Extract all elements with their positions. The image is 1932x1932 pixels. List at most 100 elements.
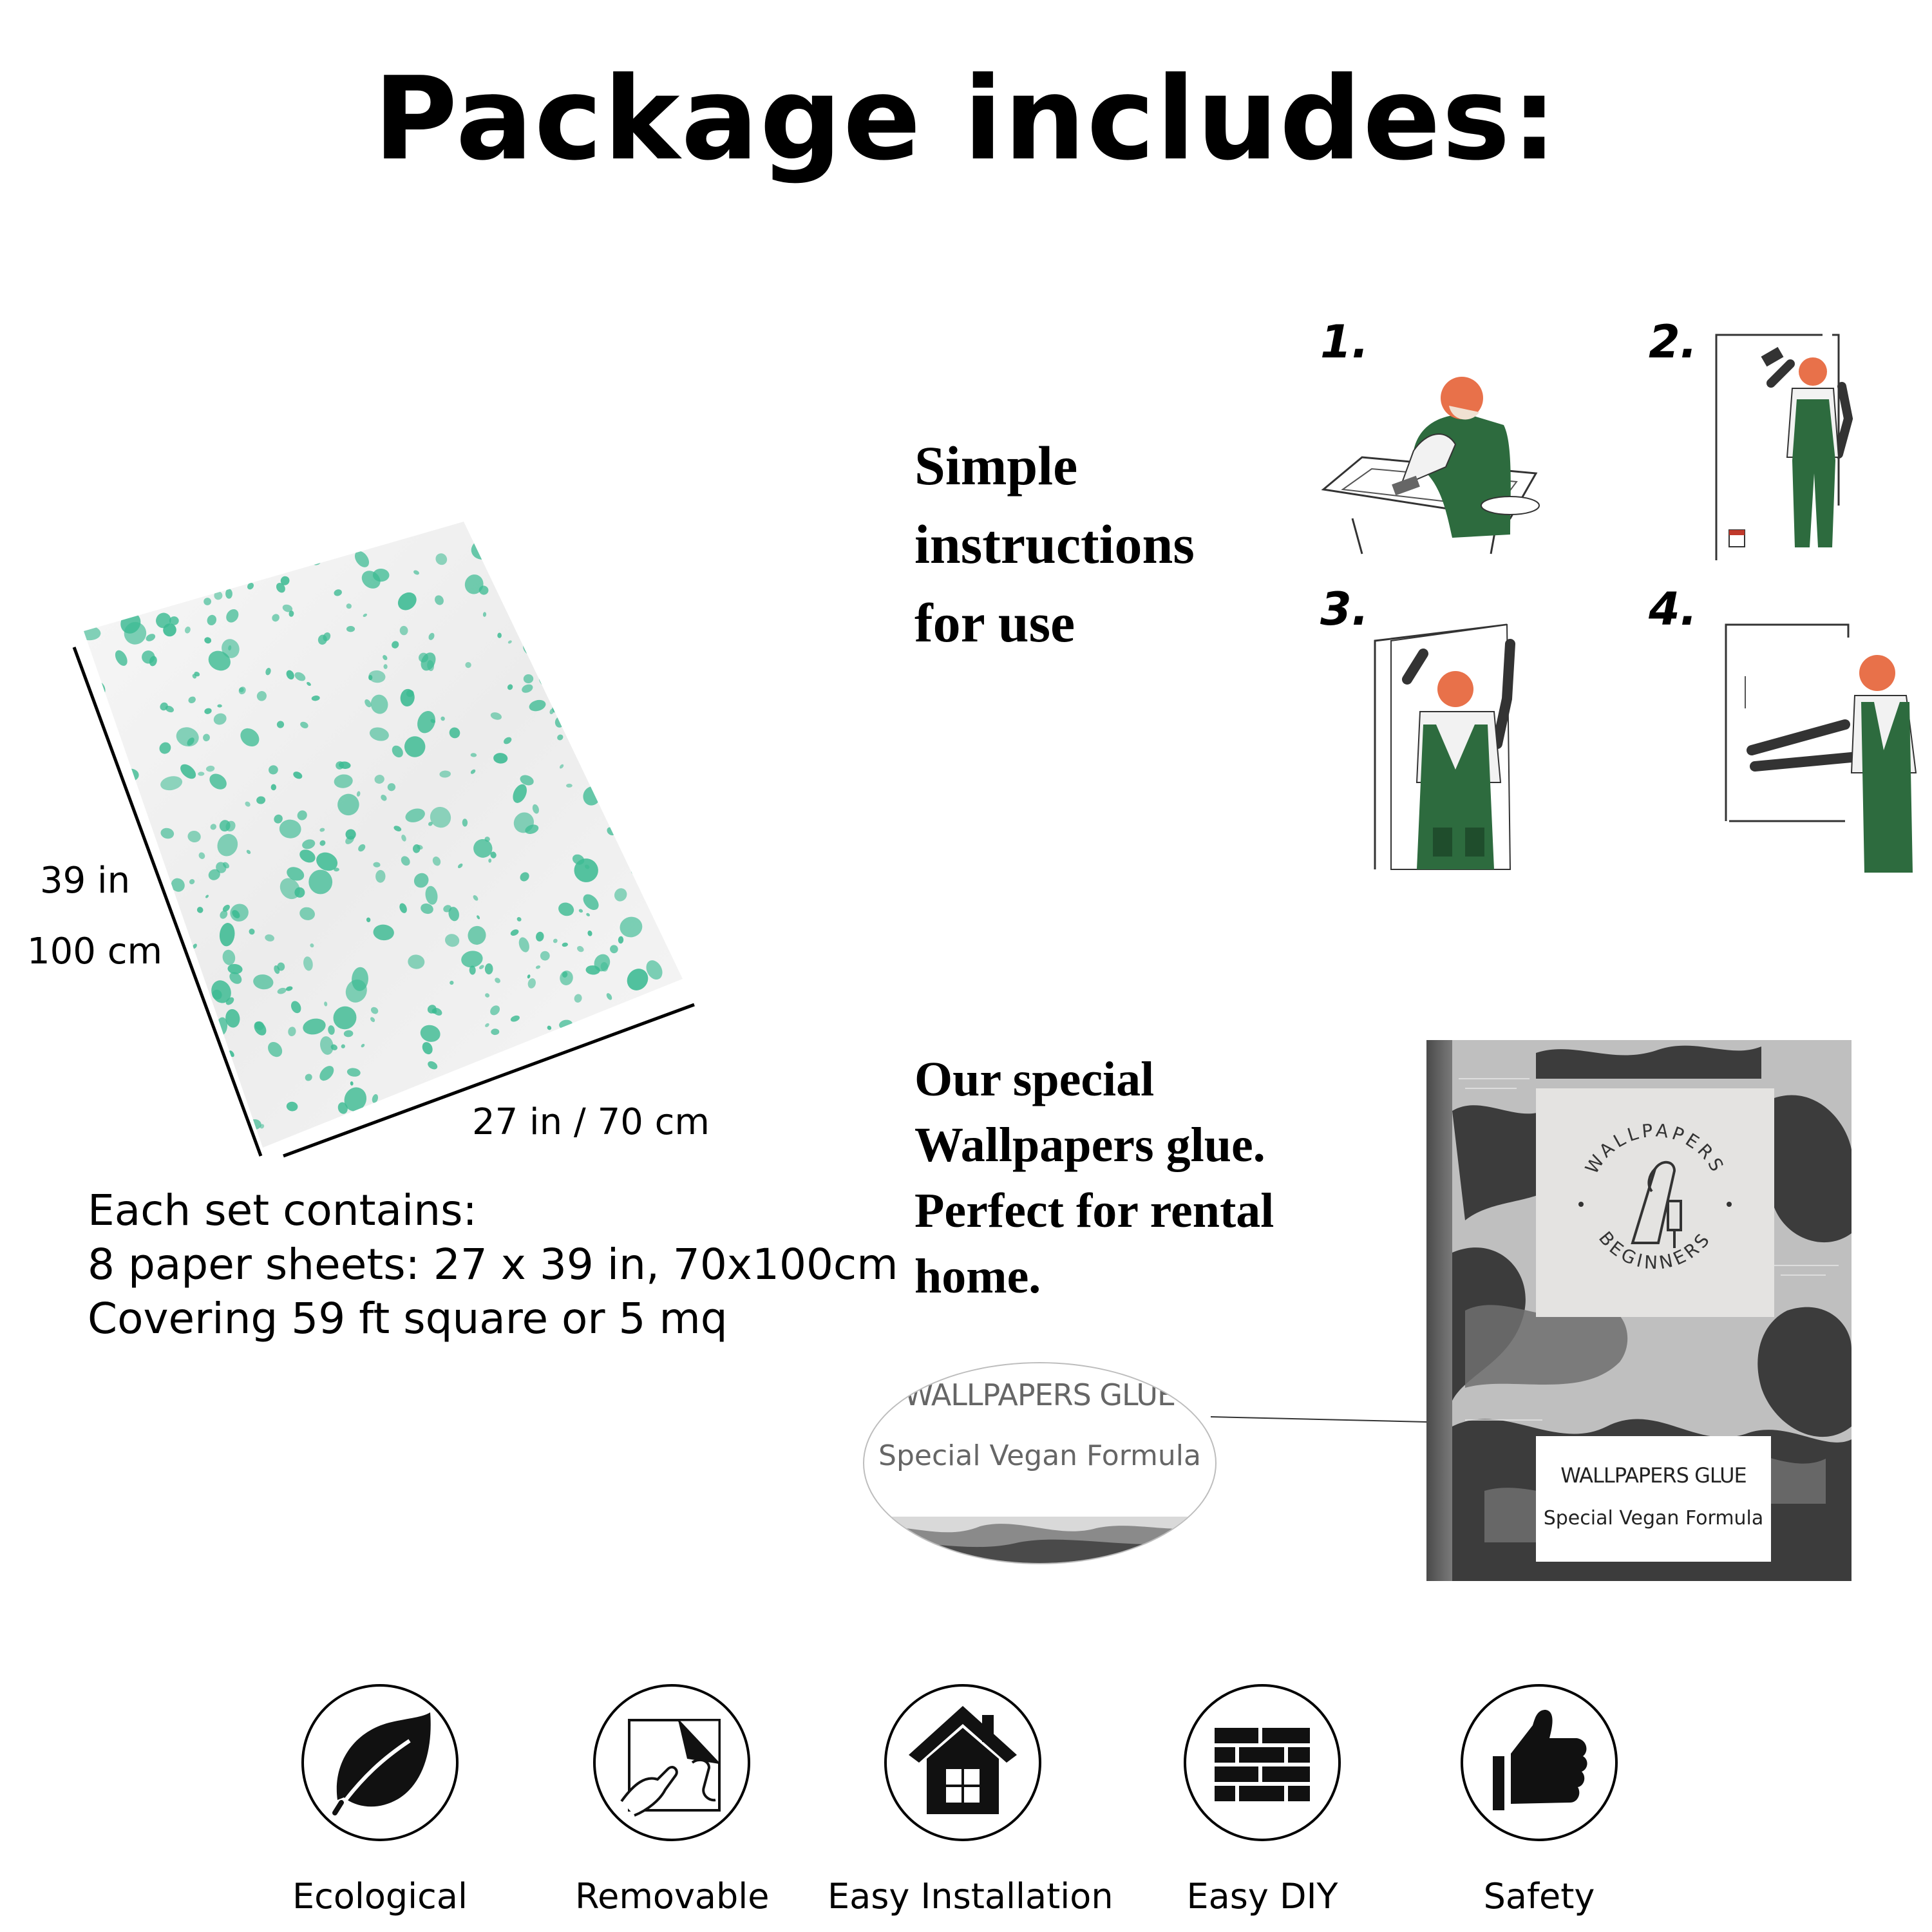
pattern-dot xyxy=(319,828,325,832)
pattern-dot xyxy=(570,583,576,589)
pattern-dot xyxy=(387,783,396,791)
pattern-dot xyxy=(427,1005,437,1014)
set-details-line: Covering 59 ft square or 5 mq xyxy=(88,1294,728,1343)
pattern-dot xyxy=(518,937,529,952)
pattern-dot xyxy=(382,1126,395,1137)
pattern-dot xyxy=(647,544,654,551)
pattern-dot xyxy=(269,765,278,775)
glue-box-label: WALLPAPERS GLUE Special Vegan Formula xyxy=(1536,1436,1771,1562)
pattern-dot xyxy=(559,764,564,769)
pattern-dot xyxy=(484,837,490,842)
pattern-dot xyxy=(174,510,188,524)
pattern-dot xyxy=(84,797,104,816)
pattern-dot xyxy=(557,1146,571,1148)
feature-removable: Removable xyxy=(575,1684,770,1917)
pattern-dot xyxy=(618,936,624,944)
step-4-illustration xyxy=(1725,623,1917,873)
pattern-dot xyxy=(227,963,243,974)
pattern-dot xyxy=(553,522,559,528)
box-label-formula: Special Vegan Formula xyxy=(1543,1507,1764,1530)
pattern-dot xyxy=(646,960,663,980)
box-label-brand: WALLPAPERS GLUE xyxy=(1560,1463,1747,1488)
pattern-dot xyxy=(620,916,643,938)
pattern-dot xyxy=(422,1042,433,1055)
pattern-dot xyxy=(270,784,277,791)
pattern-dot xyxy=(226,609,239,623)
pattern-dot xyxy=(596,614,607,630)
sheet-width-label: 27 in / 70 cm xyxy=(472,1101,710,1143)
pattern-dot xyxy=(450,980,454,985)
pattern-dot xyxy=(297,810,307,820)
pattern-dot xyxy=(513,784,527,803)
pattern-dot xyxy=(308,869,333,895)
pattern-dot xyxy=(354,551,370,567)
pattern-dot xyxy=(180,1094,185,1103)
pattern-dot xyxy=(606,993,612,1000)
pattern-dot xyxy=(419,652,428,663)
pattern-dot xyxy=(373,862,381,867)
house-icon xyxy=(909,1706,1017,1814)
lens-texture xyxy=(864,1517,1215,1563)
page-title: Package includes: xyxy=(373,52,1559,185)
pattern-dot xyxy=(680,950,683,958)
pattern-dot xyxy=(162,1097,166,1103)
pattern-dot xyxy=(120,573,125,578)
pattern-dot xyxy=(363,613,367,618)
pattern-dot xyxy=(574,994,582,1003)
pattern-dot xyxy=(420,1025,440,1042)
pattern-dot xyxy=(558,902,574,916)
pattern-dot xyxy=(576,945,584,952)
pattern-dot xyxy=(334,589,342,596)
pattern-dot xyxy=(375,869,386,883)
pattern-dot xyxy=(401,834,406,842)
pattern-dot xyxy=(532,804,539,814)
pattern-dot xyxy=(535,590,550,607)
pattern-dot xyxy=(611,1081,618,1088)
pattern-dot xyxy=(657,605,663,612)
pattern-dot xyxy=(131,565,147,579)
pattern-dot xyxy=(558,691,568,699)
pattern-dot xyxy=(194,535,201,541)
pattern-dot xyxy=(209,773,227,790)
pattern-dot xyxy=(683,520,694,530)
pattern-dot xyxy=(346,625,355,632)
pattern-dot xyxy=(507,567,513,573)
pattern-dot xyxy=(405,808,425,822)
pattern-dot xyxy=(204,637,212,644)
width-dimension-line xyxy=(283,1003,695,1158)
instructions-heading-line: Simple xyxy=(914,435,1078,497)
pattern-dot xyxy=(84,571,86,582)
pattern-dot xyxy=(176,535,186,544)
pattern-dot xyxy=(120,1008,126,1013)
pattern-dot xyxy=(310,943,314,948)
pattern-dot xyxy=(522,684,533,693)
pattern-dot xyxy=(109,540,117,549)
pattern-dot xyxy=(664,1075,674,1085)
pattern-dot xyxy=(290,1001,301,1014)
feature-icon-circle xyxy=(1184,1684,1341,1841)
pattern-dot xyxy=(208,869,220,880)
pattern-dot xyxy=(435,595,444,605)
pattern-dot xyxy=(249,928,255,935)
pattern-dot xyxy=(225,997,234,1005)
pattern-dot xyxy=(439,770,451,778)
pattern-dot xyxy=(639,862,647,871)
pattern-dot xyxy=(507,640,512,644)
pattern-dot xyxy=(591,1052,601,1061)
pattern-dot xyxy=(448,907,459,922)
pattern-dot xyxy=(210,824,217,830)
pattern-dot xyxy=(218,540,234,554)
set-details-line: 8 paper sheets: 27 x 39 in, 70x100cm xyxy=(88,1240,898,1289)
pattern-dot xyxy=(516,917,522,922)
pattern-dot xyxy=(650,1058,660,1068)
pattern-dot xyxy=(477,915,480,920)
pattern-dot xyxy=(370,694,388,714)
pattern-dot xyxy=(238,687,246,695)
feature-icon-circle xyxy=(1461,1684,1618,1841)
lens-formula-text: Special Vegan Formula xyxy=(878,1439,1201,1472)
peel-sheet-icon xyxy=(620,1719,721,1817)
pattern-dot xyxy=(182,1142,188,1148)
pattern-dot xyxy=(560,971,573,985)
pattern-dot xyxy=(319,1066,334,1081)
pattern-dot xyxy=(234,571,245,582)
